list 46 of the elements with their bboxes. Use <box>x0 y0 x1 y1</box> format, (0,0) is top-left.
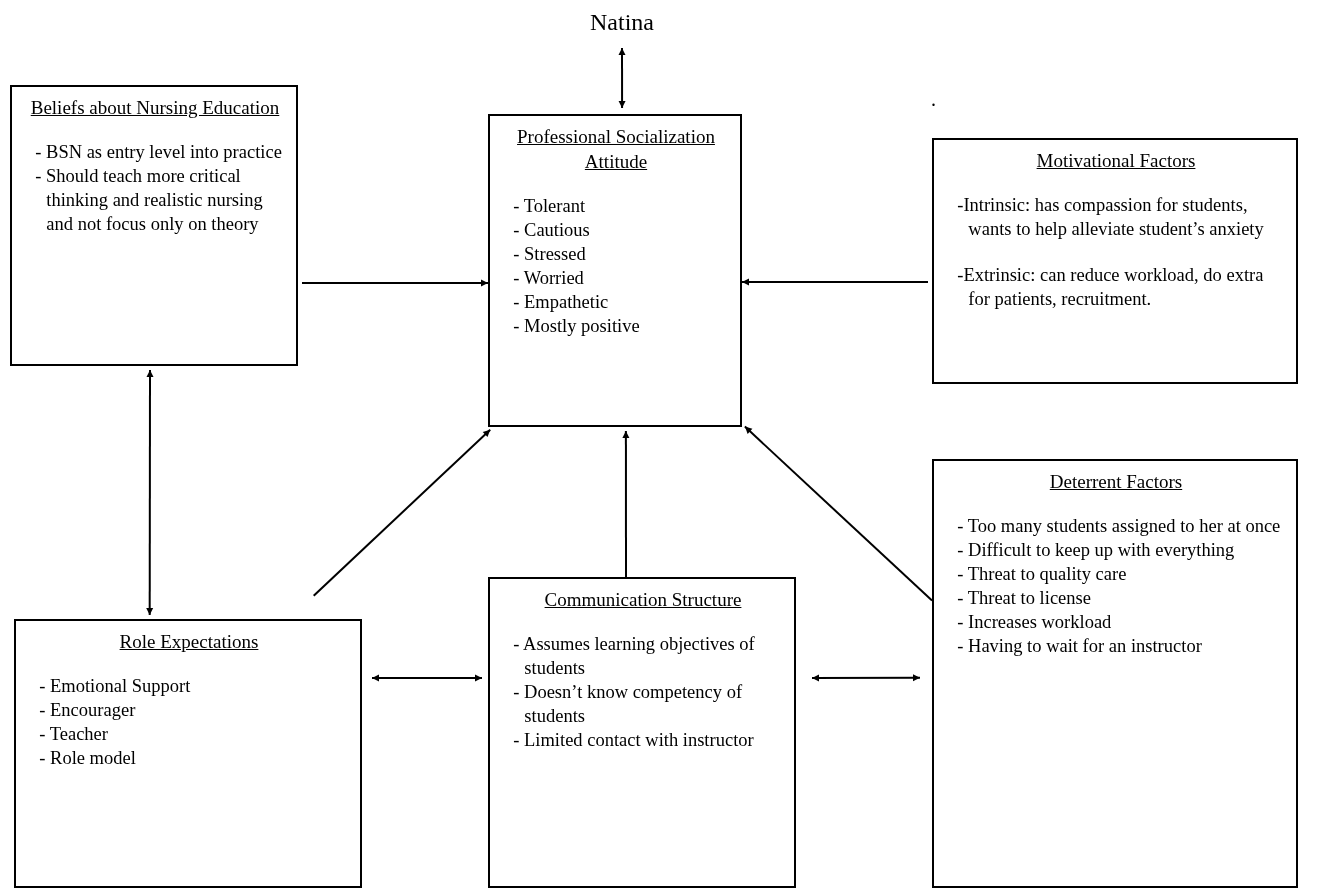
list-item: - Limited contact with instructor <box>512 729 755 752</box>
list-item: - Empathetic <box>512 291 610 314</box>
arrow <box>146 369 154 616</box>
list-item: - Too many students assigned to her at once <box>956 515 1282 538</box>
arrow <box>743 425 933 602</box>
text-box <box>932 138 1298 384</box>
list-item: - Encourager <box>38 699 137 722</box>
box-heading: Role Expectations <box>118 630 260 654</box>
node-label: Natina <box>590 9 654 35</box>
arrow <box>312 428 492 597</box>
list-item: -Intrinsic: has compassion for students, wants to help alleviate student’s anxiety <box>956 194 1265 241</box>
arrow <box>618 47 626 109</box>
text-box <box>488 114 742 427</box>
list-item: - Mostly positive <box>512 315 641 338</box>
text-box <box>10 85 298 366</box>
arrow <box>811 674 921 682</box>
box-heading: Motivational Factors <box>1035 149 1197 173</box>
list-item: - Assumes learning objectives of students <box>512 633 756 680</box>
list-item: - Stressed <box>512 243 587 266</box>
box-heading: Communication Structure <box>543 588 743 612</box>
text-box <box>14 619 362 888</box>
box-heading: Beliefs about Nursing Education <box>29 96 281 120</box>
list-item: - Should teach more critical thinking and realistic nursing and not focus only on theory <box>34 165 264 236</box>
list-item: - Tolerant <box>512 195 587 218</box>
text-box <box>488 577 796 888</box>
list-item: - Having to wait for an instructor <box>956 635 1203 658</box>
arrow <box>741 278 929 286</box>
list-item: - Cautious <box>512 219 591 242</box>
list-item: - Threat to quality care <box>956 563 1128 586</box>
arrow <box>301 279 489 287</box>
arrow <box>622 430 630 578</box>
list-item: - Worried <box>512 267 585 290</box>
list-item: - Emotional Support <box>38 675 192 698</box>
text-box <box>932 459 1298 888</box>
list-item: - Doesn’t know competency of students <box>512 681 744 728</box>
dot-mark: . <box>931 88 936 111</box>
arrow <box>371 674 483 682</box>
list-item: -Extrinsic: can reduce workload, do extra for patients, recruitment. <box>956 264 1265 311</box>
list-item: - BSN as entry level into practice <box>34 141 283 164</box>
list-item: - Role model <box>38 747 137 770</box>
list-item: - Threat to license <box>956 587 1092 610</box>
box-heading: Professional Socialization Attitude <box>516 125 716 174</box>
list-item: - Difficult to keep up with everything <box>956 539 1236 562</box>
list-item: - Teacher <box>38 723 109 746</box>
box-heading: Deterrent Factors <box>1048 470 1184 494</box>
list-item: - Increases workload <box>956 611 1113 634</box>
